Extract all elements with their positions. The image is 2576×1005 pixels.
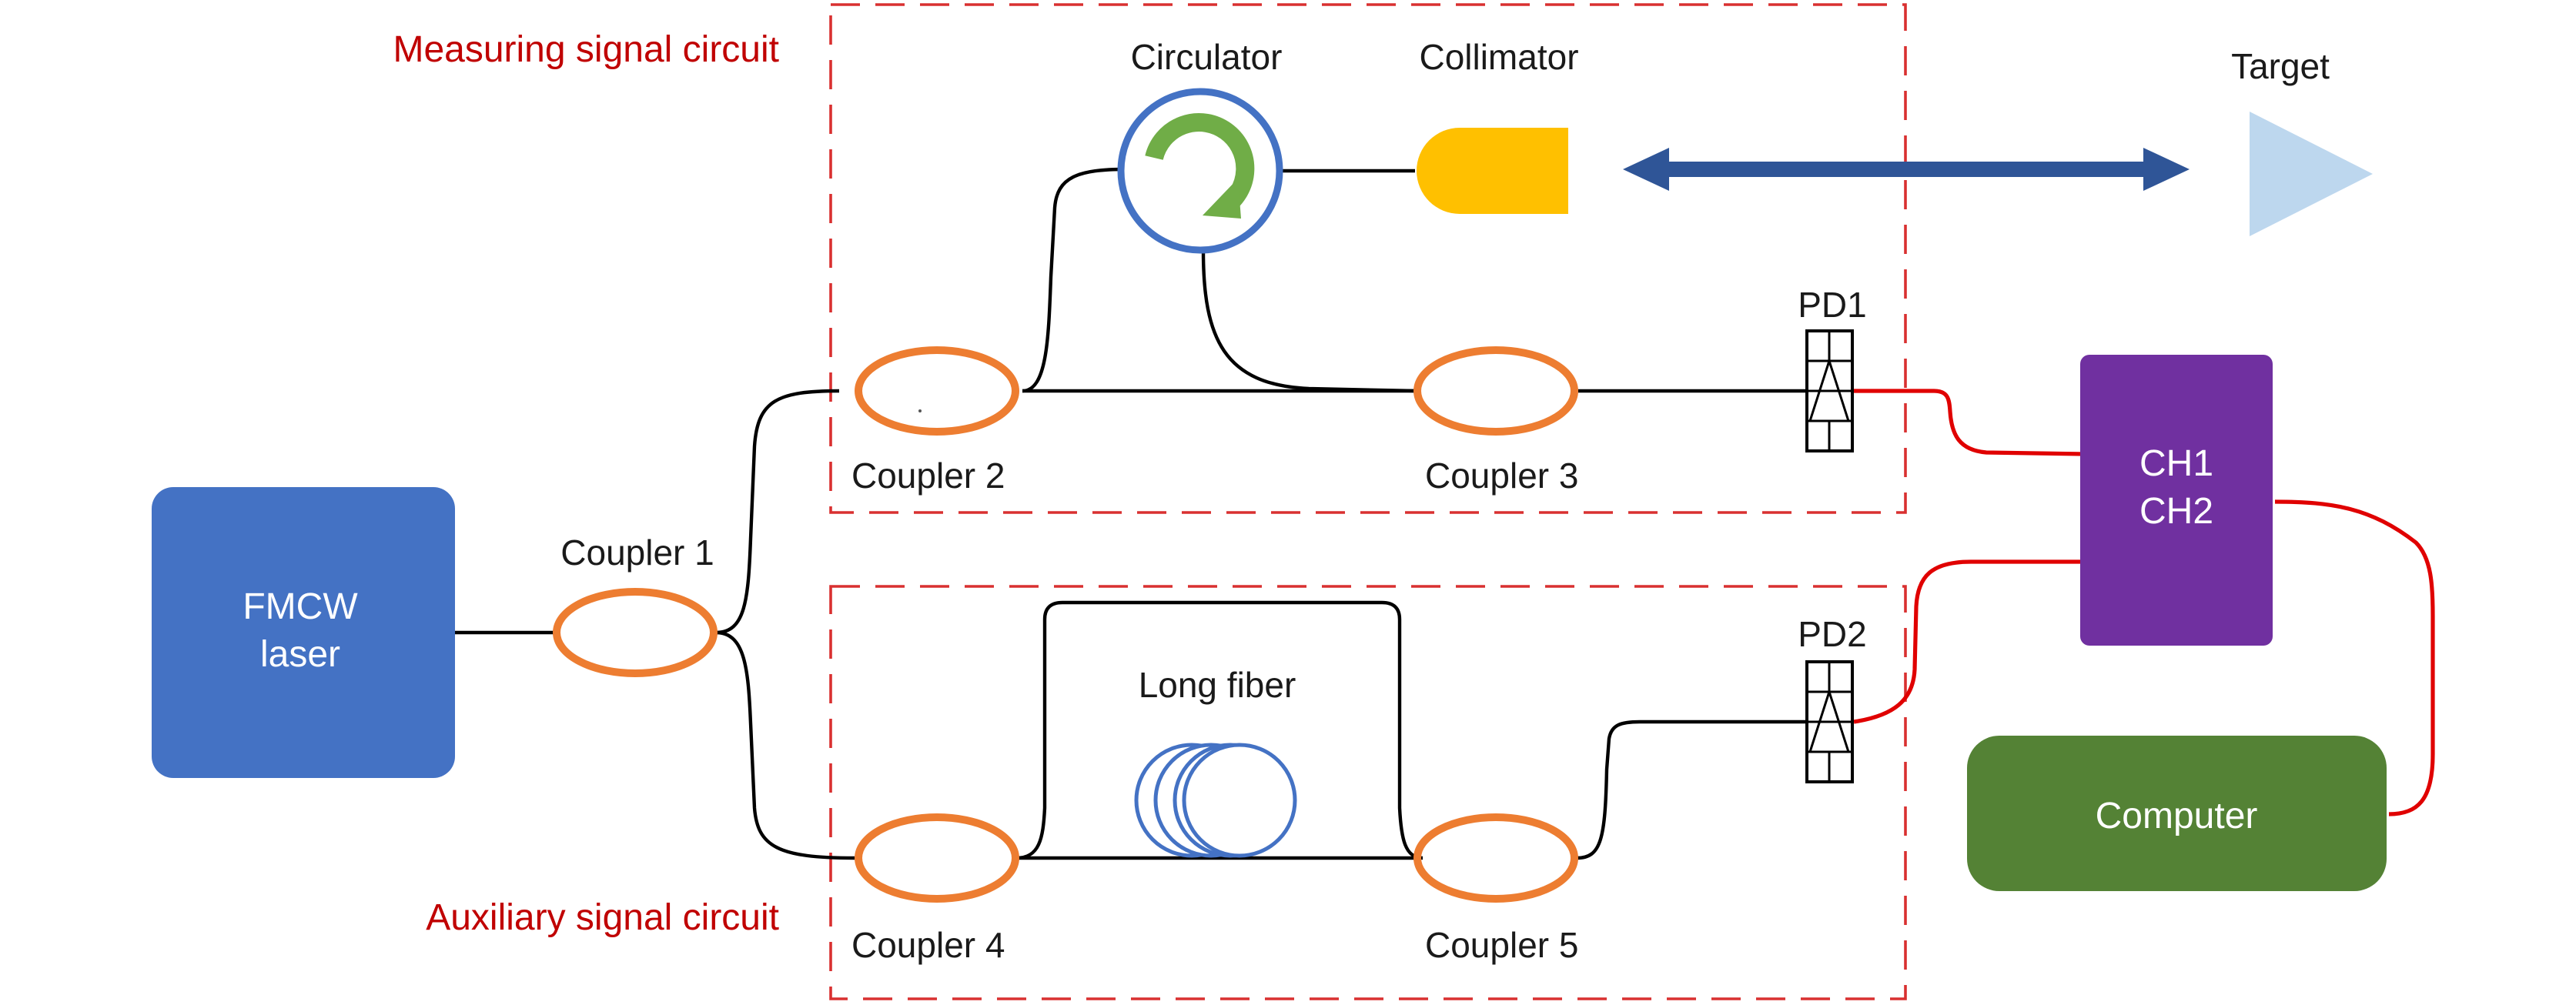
wire-daq-computer xyxy=(2274,499,2435,816)
photodetector-2 xyxy=(1805,660,1854,783)
fmcw-laser: FMCW laser xyxy=(152,487,455,778)
wire-pd1-daq xyxy=(1854,389,2086,456)
coupler-1-label: Coupler 1 xyxy=(560,533,714,573)
beam-double-arrow-icon xyxy=(1623,148,2190,191)
electrical-wires xyxy=(1853,389,2435,816)
wire-pd2-daq xyxy=(1853,559,2085,724)
long-fiber-spool-icon xyxy=(1134,743,1297,858)
pd2-label: PD2 xyxy=(1798,614,1866,654)
pd1-label: PD1 xyxy=(1798,285,1866,325)
long-fiber-label: Long fiber xyxy=(1139,665,1296,705)
spool-coil-4 xyxy=(1182,743,1297,858)
target-reflector xyxy=(2250,112,2373,236)
collimator xyxy=(1417,128,1568,214)
fiber-circulator-coupler3 xyxy=(1201,250,1417,393)
fiber-coupler1-coupler4 xyxy=(715,630,855,860)
circulator-arrow-icon xyxy=(1145,113,1255,216)
coupler-3 xyxy=(1413,346,1578,436)
coupler-5-label: Coupler 5 xyxy=(1425,925,1578,965)
circulator-label: Circulator xyxy=(1131,37,1283,77)
auxiliary-circuit-label: Auxiliary signal circuit xyxy=(426,897,779,938)
computer-box xyxy=(1967,736,2387,891)
circulator xyxy=(1117,88,1283,254)
computer: Computer xyxy=(1967,736,2387,891)
coupler-2-dot xyxy=(918,409,922,412)
fiber-coupler2-circulator xyxy=(1022,167,1127,393)
laser-box xyxy=(152,487,455,778)
measuring-circuit-border xyxy=(829,3,1907,514)
auxiliary-circuit-border xyxy=(829,585,1907,1000)
coupler-1 xyxy=(553,588,718,677)
optical-fibers xyxy=(454,167,1805,860)
daq-ch1-label: CH1 xyxy=(2139,443,2213,484)
fiber-coupler5-pd2 xyxy=(1576,720,1805,860)
coupler-4 xyxy=(855,813,1019,903)
coupler-2 xyxy=(855,346,1019,436)
data-acquisition-card: CH1 CH2 xyxy=(2080,355,2273,646)
coupler-5 xyxy=(1413,813,1578,903)
fiber-coupler1-coupler2 xyxy=(715,389,840,635)
laser-label-line2: laser xyxy=(260,634,340,675)
measuring-circuit-label: Measuring signal circuit xyxy=(393,29,779,70)
coupler-4-label: Coupler 4 xyxy=(851,925,1005,965)
photodetector-1 xyxy=(1805,329,1854,452)
circulator-arrowhead-icon xyxy=(1203,179,1241,219)
coupler-2-label: Coupler 2 xyxy=(851,456,1005,496)
laser-label-line1: FMCW xyxy=(243,586,358,627)
daq-box xyxy=(2080,355,2273,646)
target-label: Target xyxy=(2231,46,2330,86)
collimator-label: Collimator xyxy=(1419,37,1578,77)
computer-label: Computer xyxy=(2096,796,2258,836)
fiber-long-loop xyxy=(1015,600,1423,860)
coupler-3-label: Coupler 3 xyxy=(1425,456,1578,496)
daq-ch2-label: CH2 xyxy=(2139,491,2213,532)
